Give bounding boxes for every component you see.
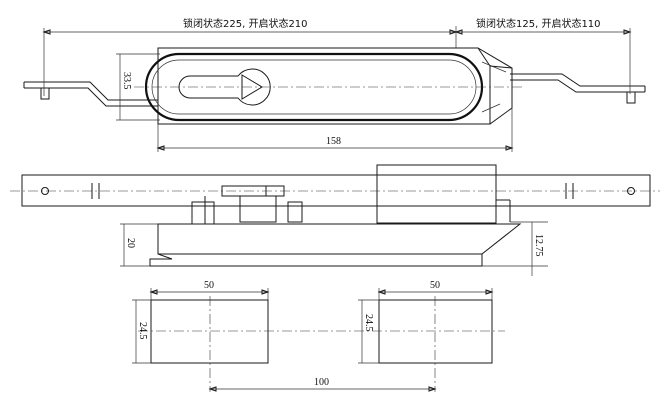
mechanism-right: [287, 201, 303, 223]
left-pin: [40, 87, 50, 100]
left-rod-lower: [24, 87, 158, 107]
handle-length-dim: 158: [326, 136, 341, 147]
bar-offset-dim: 12.75: [533, 234, 544, 257]
mechanism-left: [191, 201, 215, 225]
slot-left: [150, 299, 269, 364]
housing-block: [376, 164, 497, 224]
slot-spacing-dim: 100: [314, 377, 329, 388]
side-bar: [21, 174, 651, 207]
bar-hole-right: [627, 187, 635, 195]
handle-base: [157, 47, 513, 125]
lower-body: [149, 223, 522, 267]
right-state-note: 锁闭状态125, 开启状态110: [476, 17, 601, 30]
body-height-dim: 20: [125, 238, 136, 248]
handle-top-view: 锁闭状态225, 开启状态210 锁闭状态125, 开启状态110 33.5 1…: [23, 17, 646, 152]
cutout-view: 50 50 24.5 24.5 100: [132, 280, 505, 392]
mechanism-mid: [239, 195, 277, 223]
slot-right: [378, 299, 493, 364]
slot-width-left-dim: 50: [204, 280, 214, 291]
slot-height-right-dim: 24.5: [363, 314, 374, 332]
slot-width-right-dim: 50: [430, 280, 440, 291]
side-view: 20 12.75: [10, 164, 660, 276]
right-rod: [510, 73, 645, 87]
slot-height-left-dim: 24.5: [137, 322, 148, 340]
handle-height-dim: 33.5: [121, 72, 132, 90]
left-rod: [24, 81, 158, 101]
right-pin: [626, 91, 636, 104]
right-rod-lower: [510, 79, 645, 93]
bar-hole-left: [41, 187, 49, 195]
left-state-note: 锁闭状态225, 开启状态210: [183, 17, 308, 30]
